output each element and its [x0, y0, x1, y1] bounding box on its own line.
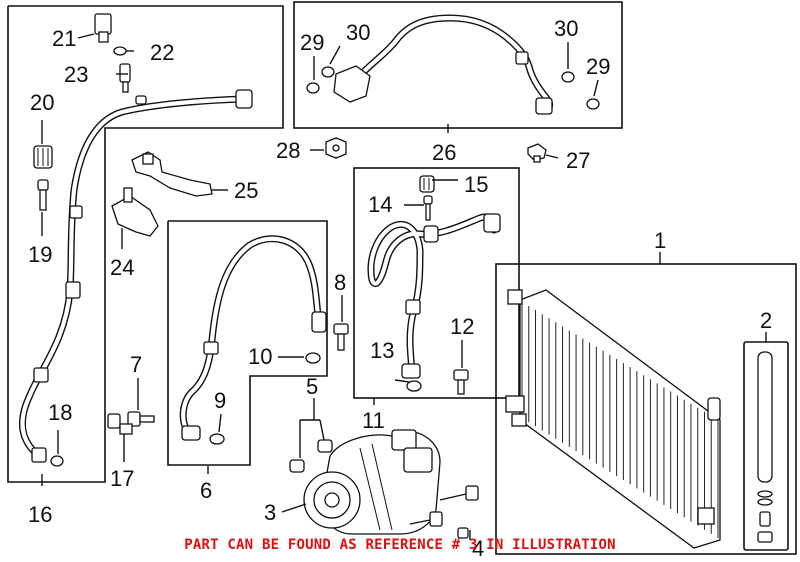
hose-26 — [333, 14, 554, 115]
bolt-7 — [127, 411, 155, 427]
callout-numbers: 21 22 23 20 19 18 16 24 25 28 26 27 29 3… — [28, 16, 772, 561]
compressor-3 — [303, 429, 441, 535]
callout-12: 12 — [450, 314, 474, 339]
condenser-fins — [521, 302, 719, 538]
callout-19: 19 — [28, 242, 52, 267]
nut-28 — [325, 137, 347, 159]
callout-4: 4 — [472, 536, 484, 561]
hose-6 — [179, 235, 327, 441]
callout-29b: 29 — [586, 54, 610, 79]
o-ring-30b — [561, 71, 575, 83]
receiver-drier-2 — [743, 341, 789, 551]
callout-14: 14 — [368, 192, 392, 217]
callout-9: 9 — [214, 388, 226, 413]
callout-20: 20 — [30, 90, 54, 115]
o-ring-29a — [306, 82, 320, 94]
callout-27: 27 — [566, 148, 590, 173]
frame-hose-6 — [167, 220, 328, 466]
bolt-4a — [439, 485, 479, 501]
o-ring-13 — [406, 380, 422, 392]
callout-21: 21 — [52, 26, 76, 51]
callout-23: 23 — [64, 62, 88, 87]
bolt-4b — [409, 511, 443, 527]
callout-26: 26 — [432, 140, 456, 165]
frame-hose-26 — [293, 1, 623, 129]
o-ring-9 — [209, 433, 225, 445]
plug-5a — [289, 459, 305, 473]
callout-15: 15 — [464, 172, 488, 197]
callout-7: 7 — [130, 352, 142, 377]
bolt-27 — [527, 143, 547, 163]
callout-24: 24 — [110, 255, 134, 280]
valve-core-19 — [37, 179, 49, 211]
frame-condenser-1 — [495, 263, 797, 555]
service-valve-23 — [119, 63, 147, 105]
bolt-17 — [107, 413, 133, 435]
callout-18: 18 — [48, 400, 72, 425]
callout-22: 22 — [150, 40, 174, 65]
frame-hose-16 — [7, 5, 284, 483]
condenser-1 — [505, 289, 721, 549]
callout-11: 11 — [362, 408, 385, 433]
callout-1: 1 — [654, 228, 666, 253]
callout-10: 10 — [248, 344, 272, 369]
o-ring-29b — [586, 98, 600, 110]
o-ring-18 — [50, 455, 64, 467]
bolt-8 — [333, 323, 349, 351]
callout-30a: 30 — [346, 20, 370, 45]
o-ring-30a — [321, 66, 335, 78]
hose-11 — [367, 213, 501, 379]
o-ring-10 — [305, 352, 321, 364]
group-frames — [7, 1, 797, 555]
callout-3: 3 — [264, 500, 276, 525]
callout-28: 28 — [276, 138, 300, 163]
plug-5b — [317, 439, 333, 453]
o-ring-22 — [113, 46, 127, 56]
bracket-25 — [131, 151, 213, 197]
frame-hose-11 — [353, 167, 520, 399]
callout-29a: 29 — [300, 30, 324, 55]
callout-13: 13 — [370, 338, 394, 363]
callout-8: 8 — [334, 270, 346, 295]
callout-2: 2 — [760, 308, 772, 333]
bolt-12 — [453, 369, 469, 395]
bracket-24 — [111, 187, 159, 237]
valve-cap-15 — [419, 175, 435, 193]
pressure-sensor-21 — [94, 13, 112, 43]
bolt-4c — [457, 527, 469, 539]
callout-17: 17 — [110, 466, 134, 491]
leader-lines — [41, 33, 767, 540]
valve-cap-20 — [33, 145, 53, 169]
callout-30b: 30 — [554, 16, 578, 41]
footer-note: PART CAN BE FOUND AS REFERENCE # 3 IN IL… — [184, 537, 616, 553]
callout-5: 5 — [306, 374, 318, 399]
valve-core-14 — [423, 195, 433, 221]
callout-6: 6 — [200, 478, 212, 503]
hose-16 — [18, 89, 253, 463]
callout-25: 25 — [234, 178, 258, 203]
callout-16: 16 — [28, 502, 52, 527]
